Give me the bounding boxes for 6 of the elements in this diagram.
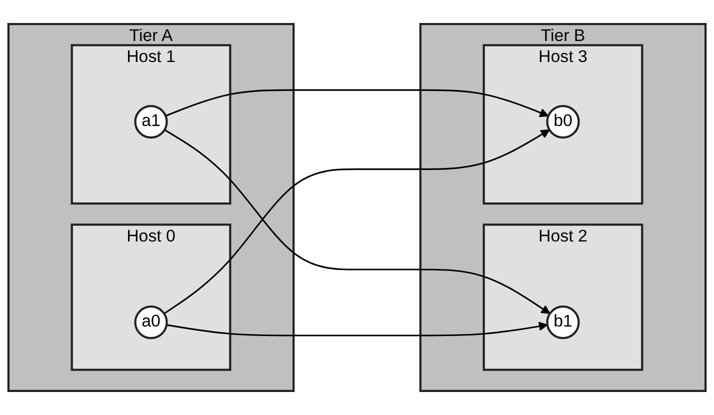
- node-circle: a1: [134, 104, 168, 139]
- arrow: [166, 322, 548, 336]
- arrow: [165, 89, 549, 118]
- node-circle: b1: [546, 306, 580, 340]
- node-circle: b0: [546, 104, 580, 139]
- node-circle: a0: [134, 306, 168, 340]
